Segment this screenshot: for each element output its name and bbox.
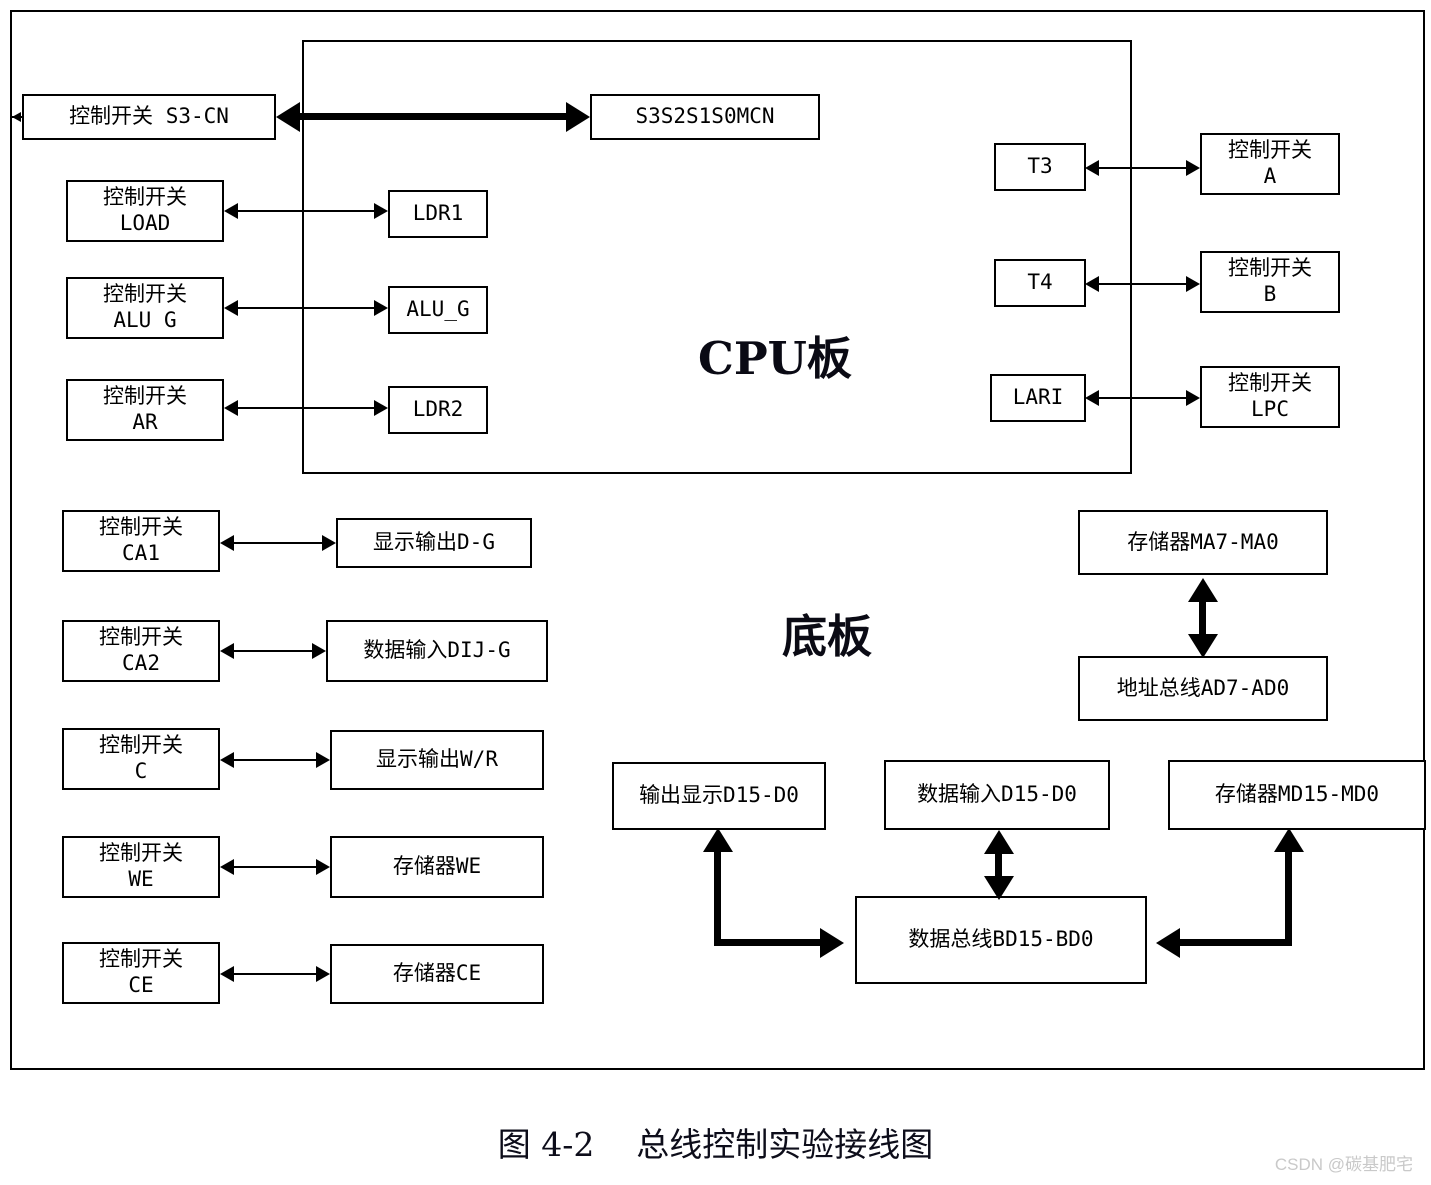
arrow-right-icon: [322, 535, 336, 551]
memory-ce-box[interactable]: 存储器CE: [330, 944, 544, 1004]
cpu-board-label: CPU板: [698, 332, 852, 385]
display-output-dg-box[interactable]: 显示输出D-G: [336, 518, 532, 568]
link-md-horiz: [1180, 939, 1292, 946]
arrow-up-icon: [703, 828, 733, 852]
link-outdisp-horiz: [714, 939, 824, 946]
memory-we-box[interactable]: 存储器WE: [330, 836, 544, 898]
arrow-left-icon: [220, 643, 234, 659]
link-lari-lpc: [1098, 397, 1190, 399]
link-ca2-dijg: [233, 650, 313, 652]
link-load-ldr1: [237, 210, 377, 212]
link-t3-a: [1098, 167, 1190, 169]
figure-caption: 图 4-2 总线控制实验接线图: [497, 1125, 934, 1164]
arrow-right-icon: [1186, 160, 1200, 176]
arrow-right-icon: [312, 643, 326, 659]
arrow-right-icon: [374, 203, 388, 219]
arrow-left-icon: [220, 752, 234, 768]
base-board-label: 底板: [782, 610, 873, 663]
link-ar-ldr2: [237, 407, 377, 409]
arrow-right-icon: [1186, 276, 1200, 292]
signal-t4-box[interactable]: T4: [994, 259, 1086, 307]
arrow-right-icon: [374, 300, 388, 316]
link-t4-b: [1098, 283, 1190, 285]
link-ma-addrbus: [1199, 592, 1206, 642]
link-alug-alug: [237, 307, 377, 309]
arrow-right-icon: [374, 400, 388, 416]
control-switch-a-box[interactable]: 控制开关 A: [1200, 133, 1340, 195]
link-c-wr: [233, 759, 317, 761]
arrow-up-icon: [1274, 828, 1304, 852]
arrow-right-icon: [566, 102, 590, 132]
memory-ma-box[interactable]: 存储器MA7-MA0: [1078, 510, 1328, 575]
data-input-dijg-box[interactable]: 数据输入DIJ-G: [326, 620, 548, 682]
control-switch-ce-box[interactable]: 控制开关 CE: [62, 942, 220, 1004]
link-md-vert: [1285, 844, 1292, 946]
arrow-left-icon: [224, 400, 238, 416]
control-switch-ca1-box[interactable]: 控制开关 CA1: [62, 510, 220, 572]
arrow-right-icon: [316, 966, 330, 982]
arrow-up-icon: [1188, 578, 1218, 602]
link-outdisp-vert: [714, 844, 721, 946]
control-switch-we-box[interactable]: 控制开关 WE: [62, 836, 220, 898]
link-ce-memce: [233, 973, 317, 975]
register-ldr2-box[interactable]: LDR2: [388, 386, 488, 434]
control-switch-alu-g-box[interactable]: 控制开关 ALU G: [66, 277, 224, 339]
link-ca1-dg: [233, 542, 323, 544]
watermark: CSDN @碳基肥宅: [1274, 1155, 1413, 1174]
arrow-left-icon: [1085, 276, 1099, 292]
arrow-left-icon: [1156, 928, 1180, 958]
control-switch-ar-box[interactable]: 控制开关 AR: [66, 379, 224, 441]
arrow-left-icon: [220, 859, 234, 875]
register-ldr1-box[interactable]: LDR1: [388, 190, 488, 238]
control-switch-ca2-box[interactable]: 控制开关 CA2: [62, 620, 220, 682]
data-bus-box[interactable]: 数据总线BD15-BD0: [855, 896, 1147, 984]
link-datain-bus: [995, 846, 1002, 886]
control-switch-s3cn-box[interactable]: 控制开关 S3-CN: [22, 94, 276, 140]
register-alu-g-box[interactable]: ALU_G: [388, 286, 488, 334]
arrow-left-icon: [276, 102, 300, 132]
cpu-board-frame: [302, 40, 1132, 474]
arrow-right-icon: [316, 859, 330, 875]
signal-t3-box[interactable]: T3: [994, 143, 1086, 191]
display-output-wr-box[interactable]: 显示输出W/R: [330, 730, 544, 790]
arrow-left-icon: [224, 203, 238, 219]
arrow-up-icon: [984, 830, 1014, 854]
signal-s3s2s1s0mcn-box[interactable]: S3S2S1S0MCN: [590, 94, 820, 140]
arrow-down-icon: [984, 876, 1014, 900]
stub-line: [10, 116, 22, 118]
output-display-d15-box[interactable]: 输出显示D15-D0: [612, 762, 826, 830]
arrow-left-icon: [220, 535, 234, 551]
control-switch-c-box[interactable]: 控制开关 C: [62, 728, 220, 790]
arrow-left-icon: [1085, 160, 1099, 176]
arrow-left-icon: [220, 966, 234, 982]
link-we-memwe: [233, 866, 317, 868]
address-bus-box[interactable]: 地址总线AD7-AD0: [1078, 656, 1328, 721]
control-switch-lpc-box[interactable]: 控制开关 LPC: [1200, 366, 1340, 428]
control-switch-load-box[interactable]: 控制开关 LOAD: [66, 180, 224, 242]
arrow-left-icon: [224, 300, 238, 316]
memory-md15-box[interactable]: 存储器MD15-MD0: [1168, 760, 1426, 830]
signal-lari-box[interactable]: LARI: [990, 374, 1086, 422]
control-switch-b-box[interactable]: 控制开关 B: [1200, 251, 1340, 313]
arrow-right-icon: [316, 752, 330, 768]
arrow-left-icon: [1085, 390, 1099, 406]
arrow-right-icon: [1186, 390, 1200, 406]
bus-link-s3cn: [296, 113, 572, 120]
arrow-right-icon: [820, 928, 844, 958]
arrow-down-icon: [1188, 634, 1218, 658]
data-input-d15-box[interactable]: 数据输入D15-D0: [884, 760, 1110, 830]
